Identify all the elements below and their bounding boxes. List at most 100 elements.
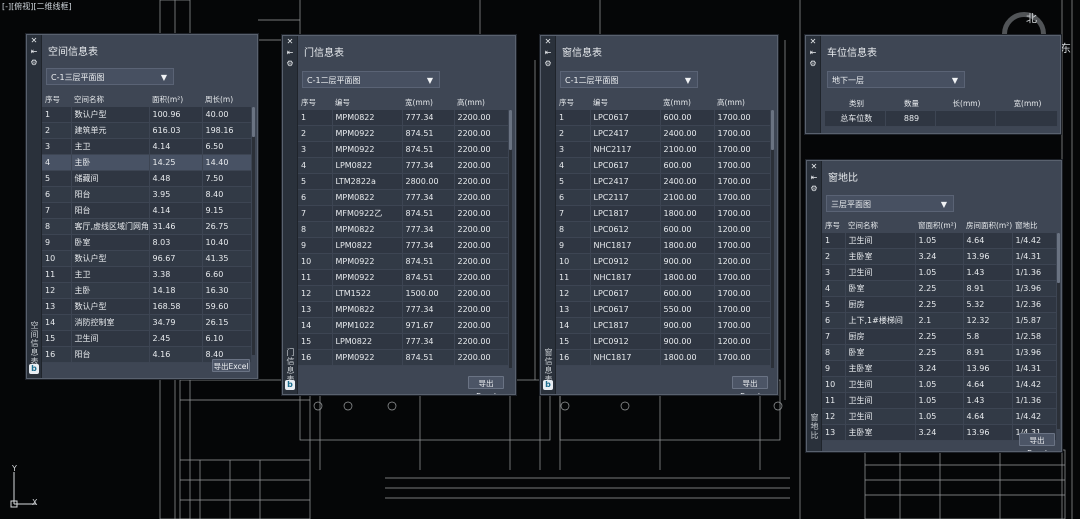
- column-header[interactable]: 空间名称: [71, 91, 149, 107]
- column-header[interactable]: 长(mm): [935, 95, 995, 111]
- column-header[interactable]: 周长(m): [202, 91, 251, 107]
- compass-east-label[interactable]: 东: [1060, 42, 1071, 55]
- vertical-scrollbar[interactable]: [771, 110, 774, 368]
- column-header[interactable]: 宽(mm): [402, 94, 454, 110]
- column-header[interactable]: 窗地比: [1012, 217, 1056, 233]
- pin-icon[interactable]: ⇤: [30, 47, 38, 56]
- close-icon[interactable]: ✕: [809, 37, 817, 46]
- column-header[interactable]: 宽(mm): [660, 94, 714, 110]
- scrollbar-thumb[interactable]: [1057, 233, 1060, 283]
- column-header[interactable]: 宽(mm): [995, 95, 1057, 111]
- floor-select[interactable]: C-1二层平面图 ▼: [560, 71, 698, 88]
- export-excel-button[interactable]: 导出Excel: [212, 359, 250, 372]
- column-header[interactable]: 高(mm): [714, 94, 770, 110]
- column-header[interactable]: 房间面积(m²): [963, 217, 1012, 233]
- compass-north-label[interactable]: 北: [1026, 12, 1037, 25]
- column-header[interactable]: 面积(m²): [149, 91, 202, 107]
- vertical-scrollbar[interactable]: [252, 107, 255, 355]
- column-header[interactable]: 序号: [298, 94, 332, 110]
- column-header[interactable]: 数量: [885, 95, 935, 111]
- vertical-scrollbar[interactable]: [1057, 233, 1060, 429]
- scrollbar-thumb[interactable]: [771, 110, 774, 150]
- scrollbar-thumb[interactable]: [509, 110, 512, 150]
- gear-icon[interactable]: ⚙: [30, 58, 38, 67]
- column-header[interactable]: 窗面积(m²): [915, 217, 963, 233]
- vertical-scrollbar[interactable]: [509, 110, 512, 368]
- column-header[interactable]: 序号: [556, 94, 590, 110]
- pin-icon[interactable]: ⇤: [809, 48, 817, 57]
- gear-icon[interactable]: ⚙: [286, 59, 294, 68]
- close-icon[interactable]: ✕: [30, 36, 38, 45]
- close-icon[interactable]: ✕: [810, 162, 818, 171]
- floor-select[interactable]: C-1二层平面图 ▼: [302, 71, 440, 88]
- gear-icon[interactable]: ⚙: [810, 184, 818, 193]
- gear-icon[interactable]: ⚙: [809, 59, 817, 68]
- column-header[interactable]: 高(mm): [454, 94, 508, 110]
- pin-icon[interactable]: ⇤: [544, 48, 552, 57]
- column-header[interactable]: 序号: [42, 91, 71, 107]
- close-icon[interactable]: ✕: [286, 37, 294, 46]
- pin-icon[interactable]: ⇤: [286, 48, 294, 57]
- viewport-label[interactable]: [-][俯视][二维线框]: [2, 2, 72, 11]
- column-header[interactable]: 编号: [590, 94, 660, 110]
- pin-icon[interactable]: ⇤: [810, 173, 818, 182]
- column-header[interactable]: 空间名称: [845, 217, 915, 233]
- export-excel-button[interactable]: 导出Excel: [732, 376, 768, 394]
- column-header[interactable]: 类别: [825, 95, 885, 111]
- column-header[interactable]: 编号: [332, 94, 402, 110]
- scrollbar-thumb[interactable]: [252, 107, 255, 137]
- floor-select[interactable]: 三层平面图 ▼: [826, 195, 954, 212]
